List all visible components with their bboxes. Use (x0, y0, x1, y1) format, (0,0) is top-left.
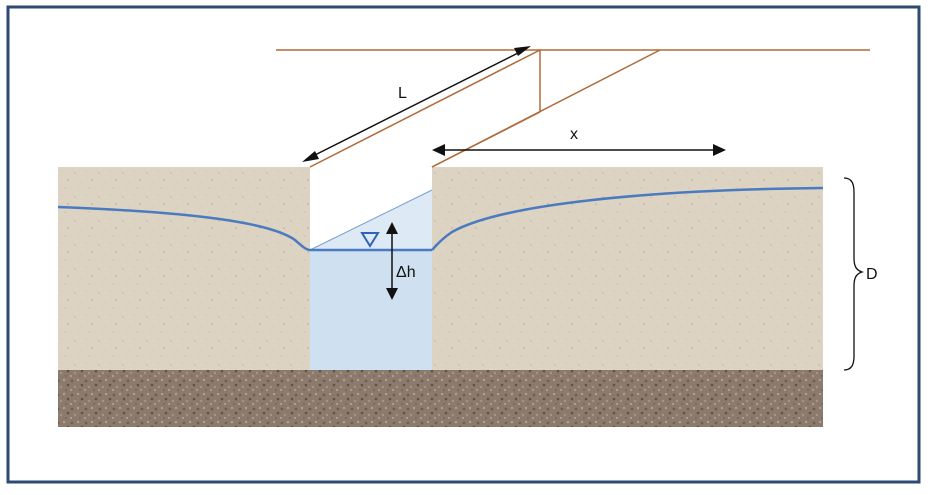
water-table-left (57, 205, 311, 252)
drawdown-arrow (386, 222, 398, 300)
soil-left (58, 167, 310, 370)
trench-water-slope-line (309, 189, 433, 251)
distance-label: x (570, 126, 578, 143)
soil-right (432, 167, 823, 370)
water-table-right (431, 186, 824, 251)
depth-brace (843, 177, 865, 371)
trench-far-bottom (431, 111, 541, 168)
length-arrow (302, 46, 531, 162)
drawdown-label: Δh (396, 264, 416, 281)
trench-water (310, 250, 432, 370)
gravel-layer (58, 370, 823, 427)
length-label: L (398, 85, 407, 102)
depth-label: D (866, 266, 878, 283)
distance-arrow (432, 144, 726, 156)
trench-left-edge (309, 49, 541, 168)
water-table-triangle-icon (360, 232, 380, 248)
